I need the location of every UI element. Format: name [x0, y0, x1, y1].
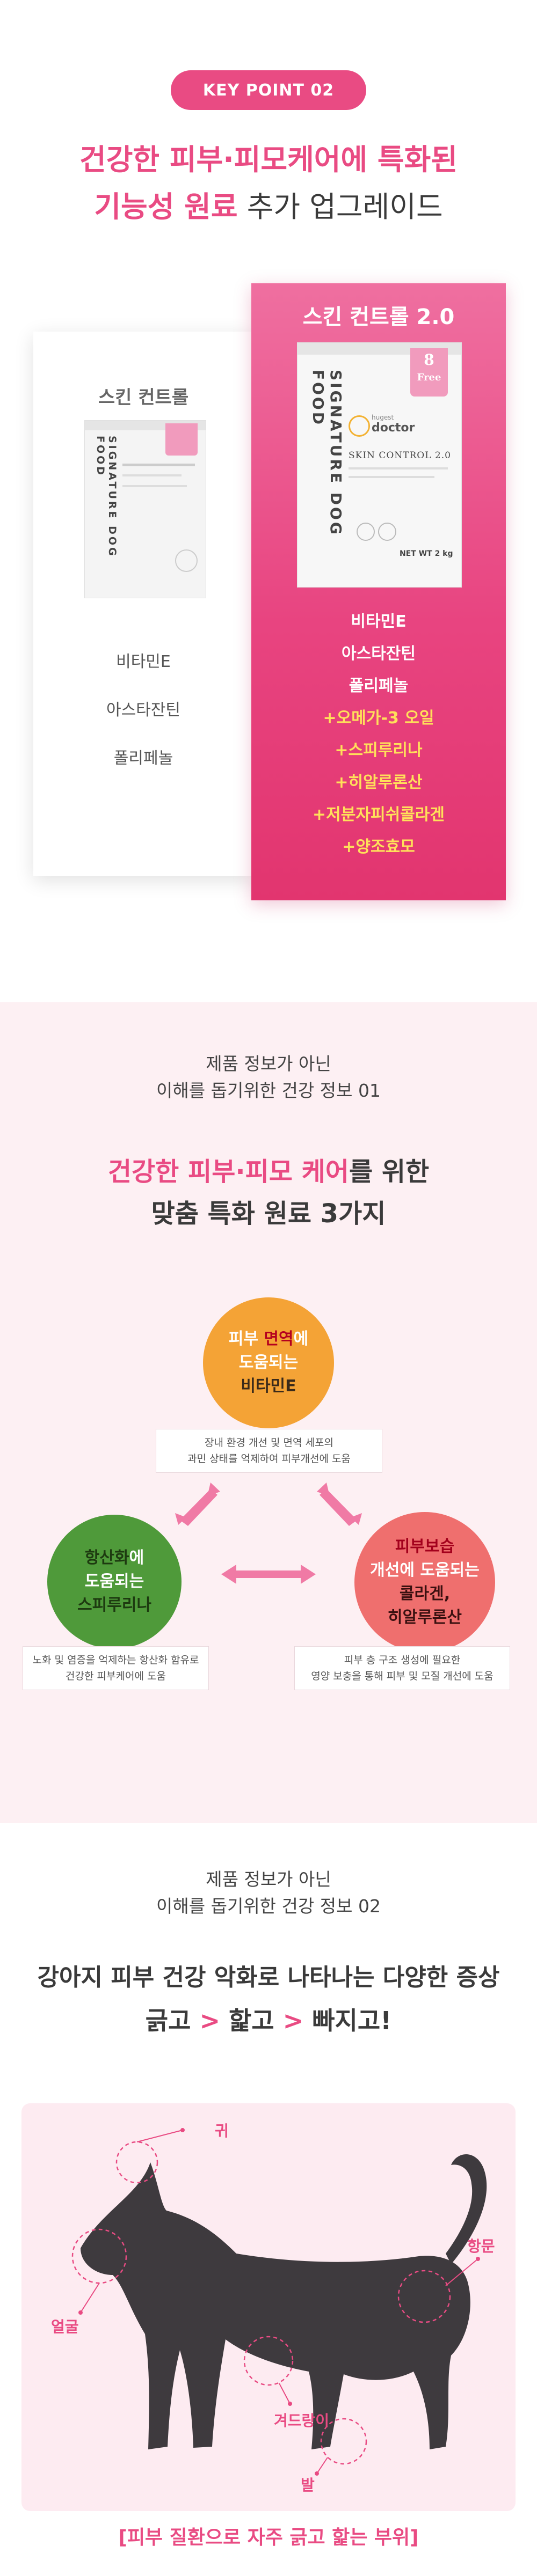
section2-title-line1: 건강한 피부·피모 케어를 위한	[107, 1157, 430, 1187]
label-face: 얼굴	[51, 2318, 79, 2336]
section2-title-line2: 맞춤 특화 원료 3가지	[151, 1199, 386, 1229]
old-product-card: 스킨 컨트롤 SIGNATURE DOG FOOD 비타민E 아스타잔틴 폴리페…	[33, 332, 253, 876]
free-tag: 8 Free	[410, 348, 448, 397]
symptoms-line: 긁고 > 핥고 > 빠지고!	[145, 2006, 392, 2035]
new-product-bag-image: SIGNATURE DOG FOOD 8 Free hugest doctor …	[297, 342, 462, 588]
disclaimer-line1: 제품 정보가 아닌	[206, 1053, 331, 1074]
old-ingredient: 비타민E	[116, 652, 171, 671]
old-ingredient: 아스타잔틴	[106, 701, 180, 720]
headline-line2: 기능성 원료 추가 업그레이드	[94, 190, 443, 224]
added-ingredient: +스피루리나	[335, 741, 423, 760]
spirulina-circle: 항산화에 도움되는 스피루리나	[47, 1515, 182, 1649]
disclaimer-line2: 이해를 돕기위한 건강 정보 02	[156, 1896, 381, 1917]
label-anus: 항문	[467, 2237, 495, 2255]
cycle-arrows-graphic	[175, 1483, 362, 1584]
disclaimer-line2: 이해를 돕기위한 건강 정보 01	[156, 1080, 381, 1101]
added-ingredient: +히알루론산	[335, 773, 423, 792]
added-ingredient: +양조효모	[342, 838, 415, 856]
caption-collagen: 피부 층 구조 생성에 필요한 영양 보충을 통해 피부 및 모질 개선에 도움	[294, 1646, 510, 1690]
new-product-card: 스킨 컨트롤 2.0 SIGNATURE DOG FOOD 8 Free hug…	[251, 283, 506, 900]
added-ingredient: +저분자피쉬콜라겐	[313, 805, 445, 824]
caption-spirulina: 노화 및 염증을 억제하는 항산화 함유로 건강한 피부케어에 도움	[23, 1646, 209, 1690]
bag-logo-icon	[349, 415, 370, 437]
old-product-bag-image: SIGNATURE DOG FOOD	[84, 420, 206, 598]
label-ear: 귀	[215, 2122, 229, 2140]
disclaimer-line1: 제품 정보가 아닌	[206, 1869, 331, 1890]
diagram-caption: [피부 질환으로 자주 긁고 핥는 부위]	[118, 2527, 419, 2549]
collagen-circle: 피부보습 개선에 도움되는 콜라겐, 히알루론산	[354, 1512, 495, 1653]
vitamin-e-circle: 피부 면역에 도움되는 비타민E	[203, 1297, 334, 1428]
headline-line1: 건강한 피부·피모케어에 특화된	[79, 143, 458, 177]
key-point-badge: KEY POINT 02	[171, 70, 366, 110]
caption-vitamin-e: 장내 환경 개선 및 면역 세포의 과민 상태를 억제하여 피부개선에 도움	[156, 1429, 382, 1473]
label-paw: 발	[301, 2476, 315, 2494]
dog-diagram-panel: 귀 얼굴 항문 겨드랑이 발	[21, 2103, 516, 2511]
label-armpit: 겨드랑이	[274, 2412, 330, 2430]
dog-silhouette	[71, 2128, 487, 2476]
new-ingredient: 폴리페놀	[349, 677, 409, 695]
added-ingredient: +오메가-3 오일	[323, 709, 434, 728]
section-health-info-01: 제품 정보가 아닌 이해를 돕기위한 건강 정보 01 건강한 피부·피모 케어…	[0, 1002, 537, 1823]
new-ingredient: 아스타잔틴	[342, 644, 416, 663]
old-product-title: 스킨 컨트롤	[98, 387, 189, 408]
section3-title: 강아지 피부 건강 악화로 나타나는 다양한 증상	[37, 1964, 500, 1991]
old-ingredient: 폴리페놀	[113, 749, 173, 768]
section-key-point: KEY POINT 02 건강한 피부·피모케어에 특화된 기능성 원료 추가 …	[0, 0, 537, 1002]
new-ingredient: 비타민E	[351, 612, 407, 631]
new-product-title: 스킨 컨트롤 2.0	[302, 305, 455, 329]
